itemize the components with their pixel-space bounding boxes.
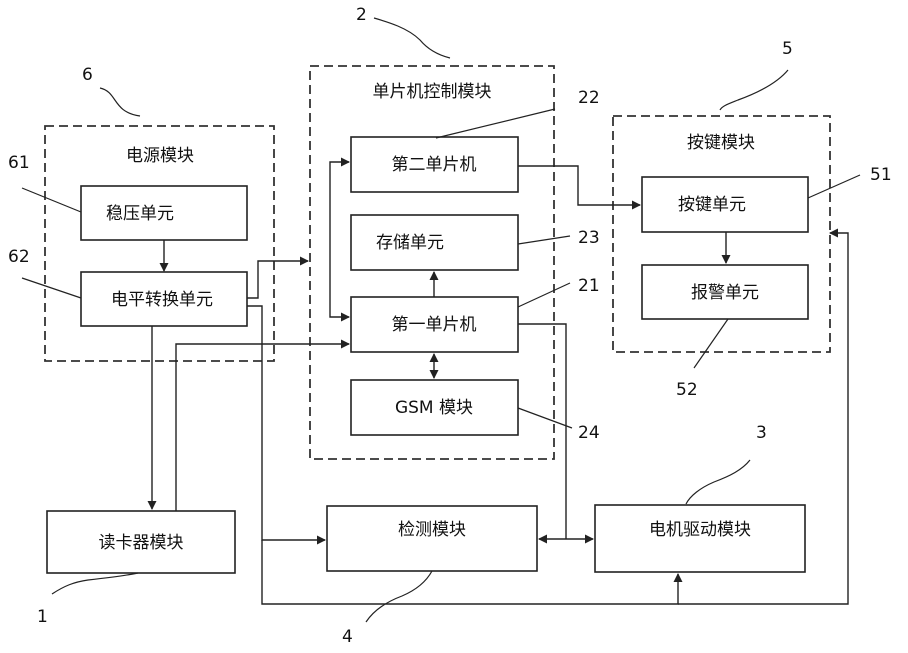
leader-5 xyxy=(720,70,788,110)
card-reader-label: 读卡器模块 xyxy=(99,533,184,553)
leader-24 xyxy=(518,408,572,428)
level-shift-to-detect-arrow xyxy=(247,306,325,540)
leader-2 xyxy=(374,18,450,58)
ref-3: 3 xyxy=(756,423,767,443)
leader-4 xyxy=(366,571,432,622)
leader-52 xyxy=(694,319,728,368)
mcu2-label: 第二单片机 xyxy=(392,155,477,175)
leader-51 xyxy=(808,175,860,198)
ref-24: 24 xyxy=(578,423,600,443)
leader-3 xyxy=(686,460,750,504)
storage-label: 存储单元 xyxy=(376,233,444,253)
ref-1: 1 xyxy=(37,607,48,627)
ref-6: 6 xyxy=(82,65,93,85)
key-unit-label: 按键单元 xyxy=(678,195,746,215)
mcu-group-title: 单片机控制模块 xyxy=(373,82,492,102)
mcu2-to-key-unit-arrow xyxy=(518,166,640,205)
leader-23 xyxy=(518,236,570,244)
power-module-title: 电源模块 xyxy=(126,146,194,166)
mcu1-mcu2-link-arrow xyxy=(330,162,349,317)
leader-21 xyxy=(518,283,570,307)
motor-label: 电机驱动模块 xyxy=(649,520,751,540)
level-shift-label: 电平转换单元 xyxy=(111,290,213,310)
ref-51: 51 xyxy=(870,165,892,185)
ref-2: 2 xyxy=(356,5,367,25)
leader-6 xyxy=(100,88,140,116)
detect-label: 检测模块 xyxy=(398,520,466,540)
leader-1 xyxy=(52,573,138,594)
regulator-label: 稳压单元 xyxy=(106,204,174,224)
gsm-label: GSM 模块 xyxy=(395,398,473,418)
ref-4: 4 xyxy=(342,627,353,647)
leader-61 xyxy=(22,188,81,212)
ref-21: 21 xyxy=(578,276,600,296)
ref-62: 62 xyxy=(8,247,30,267)
ref-22: 22 xyxy=(578,88,600,108)
leader-62 xyxy=(22,278,81,298)
mcu1-label: 第一单片机 xyxy=(392,315,477,335)
level-shift-to-mcu-group-arrow xyxy=(247,261,308,298)
ref-52: 52 xyxy=(676,380,698,400)
key-module-title: 按键模块 xyxy=(687,133,755,153)
alarm-label: 报警单元 xyxy=(691,283,759,303)
ref-23: 23 xyxy=(578,228,600,248)
ref-61: 61 xyxy=(8,153,30,173)
leader-22 xyxy=(436,109,555,138)
ref-5: 5 xyxy=(782,39,793,59)
